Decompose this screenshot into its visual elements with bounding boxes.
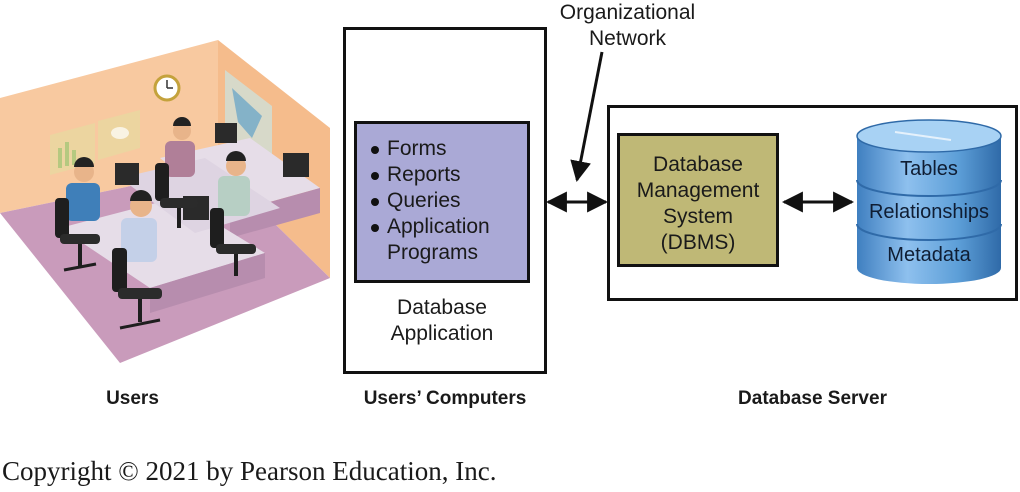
dbms-database-arrow bbox=[781, 191, 855, 213]
person-icon bbox=[218, 151, 250, 216]
db-item-relationships: Relationships bbox=[868, 201, 990, 223]
dbms-line-4: (DBMS) bbox=[660, 231, 736, 254]
app-item-reports: Reports bbox=[369, 162, 527, 188]
database-server-label: Database Server bbox=[738, 388, 887, 409]
database-application-box: Forms Reports Queries Application Progra… bbox=[354, 121, 530, 283]
app-feature-list: Forms Reports Queries Application Progra… bbox=[369, 136, 527, 266]
app-item-queries: Queries bbox=[369, 188, 527, 214]
person-icon bbox=[165, 117, 195, 177]
dbms-line-1: Database bbox=[653, 153, 743, 176]
network-label-line-1: Organizational bbox=[559, 1, 696, 24]
database-application-caption: Database Application bbox=[354, 295, 530, 347]
caption-line-2: Application bbox=[390, 322, 494, 345]
network-label: Organizational Network bbox=[540, 0, 715, 52]
database-cylinder-icon bbox=[856, 119, 1002, 284]
person-icon bbox=[66, 157, 100, 221]
database-contents: Tables Relationships Metadata bbox=[855, 158, 1003, 267]
desk-front bbox=[60, 198, 265, 288]
chair-icon bbox=[155, 163, 198, 228]
app-item-application: Application bbox=[369, 214, 527, 240]
chair-icon bbox=[112, 248, 162, 330]
users-computers-label: Users’ Computers bbox=[363, 388, 527, 409]
caption-line-1: Database bbox=[397, 296, 487, 319]
person-icon bbox=[121, 190, 157, 262]
db-item-tables: Tables bbox=[900, 158, 958, 180]
db-item-metadata: Metadata bbox=[887, 244, 971, 266]
app-item-forms: Forms bbox=[369, 136, 527, 162]
dbms-line-3: System bbox=[662, 205, 733, 228]
network-label-line-2: Network bbox=[588, 27, 667, 50]
chair-icon bbox=[55, 198, 100, 272]
monitor-icon bbox=[115, 163, 139, 185]
chair-icon bbox=[210, 208, 256, 276]
monitor-icon bbox=[283, 153, 309, 177]
dbms-box: Database Management System (DBMS) bbox=[617, 133, 779, 267]
app-item-programs: Programs bbox=[387, 241, 479, 264]
desk-back bbox=[160, 138, 320, 213]
dbms-line-2: Management bbox=[636, 179, 760, 202]
monitor-icon bbox=[215, 123, 237, 143]
users-label: Users bbox=[106, 388, 159, 409]
users-office-illustration bbox=[0, 40, 330, 363]
network-pointer-arrow bbox=[570, 51, 604, 183]
copyright-notice: Copyright © 2021 by Pearson Education, I… bbox=[2, 456, 497, 486]
